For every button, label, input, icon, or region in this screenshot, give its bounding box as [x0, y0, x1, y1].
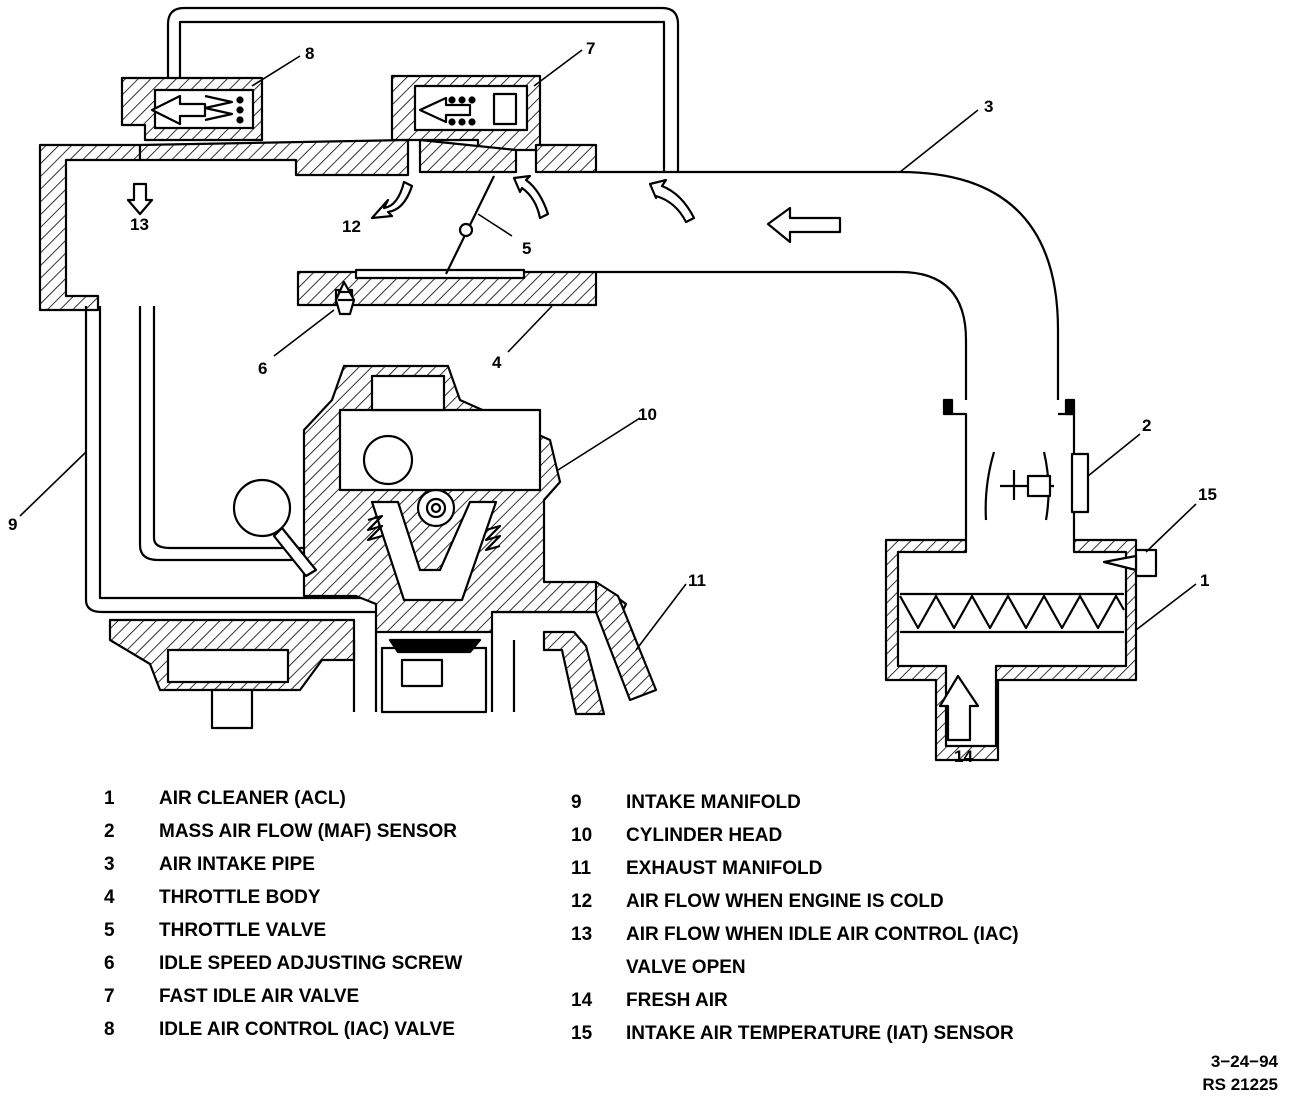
callout-7: 7 — [586, 39, 595, 58]
legend-row: 4 THROTTLE BODY — [104, 881, 462, 914]
legend-row: 8 IDLE AIR CONTROL (IAC) VALVE — [104, 1013, 462, 1046]
legend-row: 2 MASS AIR FLOW (MAF) SENSOR — [104, 815, 462, 848]
bypass-tube — [166, 6, 680, 172]
legend-text: AIR FLOW WHEN ENGINE IS COLD — [626, 891, 944, 912]
legend-number: 15 — [571, 1023, 593, 1044]
legend-number: 2 — [104, 821, 115, 842]
callout-6: 6 — [258, 359, 267, 378]
legend-number: 14 — [571, 990, 593, 1011]
idle-speed-screw — [334, 280, 356, 316]
intake-manifold — [84, 306, 656, 730]
legend-row: 13 AIR FLOW WHEN IDLE AIR CONTROL (IAC) — [571, 918, 1019, 951]
piston-cylinder — [352, 632, 516, 714]
legend-text: THROTTLE VALVE — [159, 920, 327, 941]
callout-13: 13 — [130, 215, 149, 234]
callout-12: 12 — [342, 217, 361, 236]
legend-row: 7 FAST IDLE AIR VALVE — [104, 980, 462, 1013]
flow-arrows — [126, 174, 980, 742]
legend-text: MASS AIR FLOW (MAF) SENSOR — [159, 821, 457, 842]
legend-row: 9 INTAKE MANIFOLD — [571, 786, 1019, 819]
callout-14: 14 — [954, 747, 973, 766]
legend-row: 10 CYLINDER HEAD — [571, 819, 1019, 852]
legend-text: IDLE AIR CONTROL (IAC) VALVE — [159, 1019, 455, 1040]
legend-row: 6 IDLE SPEED ADJUSTING SCREW — [104, 947, 462, 980]
legend-text: INTAKE MANIFOLD — [626, 792, 801, 813]
legend-row: 5 THROTTLE VALVE — [104, 914, 462, 947]
callout-15: 15 — [1198, 485, 1217, 504]
legend-number: 7 — [104, 986, 115, 1007]
figure-reference: RS 21225 — [1202, 1075, 1278, 1094]
callout-10: 10 — [638, 405, 657, 424]
legend-number: 11 — [571, 858, 592, 879]
legend-row: 11 EXHAUST MANIFOLD — [571, 852, 1019, 885]
cylinder-head — [232, 364, 628, 634]
callout-9: 9 — [8, 515, 17, 534]
exhaust-manifold — [542, 580, 658, 716]
legend-text: AIR CLEANER (ACL) — [159, 788, 346, 809]
legend-row: 14 FRESH AIR — [571, 984, 1019, 1017]
air-cleaner — [884, 538, 1138, 762]
legend-text: CYLINDER HEAD — [626, 825, 783, 846]
callout-8: 8 — [305, 44, 314, 63]
legend-number: 10 — [571, 825, 593, 846]
intake-system-diagram: 1 2 3 4 5 6 7 8 9 10 11 12 13 14 15 — [8, 6, 1217, 766]
intake-plenum — [38, 138, 598, 312]
legend-text: FAST IDLE AIR VALVE — [159, 986, 360, 1007]
iac-valve — [120, 76, 264, 142]
legend-text: THROTTLE BODY — [159, 887, 321, 908]
legend-row: 1 AIR CLEANER (ACL) — [104, 782, 462, 815]
legend-text: FRESH AIR — [626, 990, 728, 1011]
legend-row: 15 INTAKE AIR TEMPERATURE (IAT) SENSOR — [571, 1017, 1019, 1050]
legend-row: VALVE OPEN — [571, 951, 1019, 984]
leader-lines — [19, 49, 1197, 651]
legend-number: 4 — [104, 887, 115, 908]
legend-row: 3 AIR INTAKE PIPE — [104, 848, 462, 881]
callout-1: 1 — [1200, 571, 1209, 590]
throttle-valve — [354, 175, 526, 280]
callout-11: 11 — [688, 571, 706, 590]
callout-2: 2 — [1142, 416, 1151, 435]
legend-number: 13 — [571, 924, 593, 945]
legend-text: VALVE OPEN — [626, 957, 746, 978]
legend-text: EXHAUST MANIFOLD — [626, 858, 823, 879]
legend-row: 12 AIR FLOW WHEN ENGINE IS COLD — [571, 885, 1019, 918]
iat-sensor — [1102, 548, 1158, 578]
callout-5: 5 — [522, 239, 531, 258]
legend-number: 8 — [104, 1019, 115, 1040]
callout-3: 3 — [984, 97, 993, 116]
air-intake-pipe — [596, 170, 1060, 400]
maf-sensor — [942, 398, 1090, 540]
callout-4: 4 — [492, 353, 502, 372]
legend-number: 12 — [571, 891, 593, 912]
legend-number: 1 — [104, 788, 115, 809]
legend-number: 5 — [104, 920, 115, 941]
legend-text: INTAKE AIR TEMPERATURE (IAT) SENSOR — [626, 1023, 1014, 1044]
legend-text: AIR FLOW WHEN IDLE AIR CONTROL (IAC) — [626, 924, 1019, 945]
figure-date: 3−24−94 — [1210, 1052, 1278, 1071]
legend-number: 3 — [104, 854, 115, 875]
fast-idle-air-valve — [390, 74, 542, 152]
legend-text: AIR INTAKE PIPE — [159, 854, 315, 875]
legend-left: 1 AIR CLEANER (ACL) 2 MASS AIR FLOW (MAF) … — [104, 782, 462, 1046]
legend-number — [571, 951, 626, 984]
legend-text: IDLE SPEED ADJUSTING SCREW — [159, 953, 463, 974]
legend-right: 9 INTAKE MANIFOLD 10 CYLINDER HEAD 11 EXHAU… — [571, 786, 1019, 1050]
legend-number: 9 — [571, 792, 582, 813]
legend-number: 6 — [104, 953, 115, 974]
